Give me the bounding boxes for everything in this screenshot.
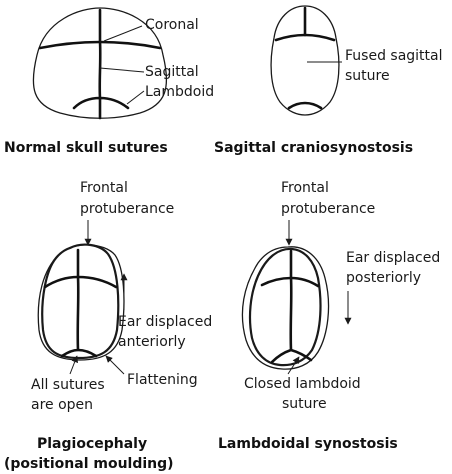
plagio-frontal-label-line1: Frontal xyxy=(80,180,128,196)
lambdoidal-closed-label-line1: Closed lambdoid xyxy=(244,376,361,392)
coronal-leader-line xyxy=(103,25,143,42)
lambdoidal-closed-label-line2: suture xyxy=(282,396,327,412)
plagio-open-sutures-arrow xyxy=(69,355,78,375)
sagittal-label: Sagittal xyxy=(145,64,199,80)
plagio-ear-label-line1: Ear displaced xyxy=(118,314,212,330)
plagio-ear-label-line2: anteriorly xyxy=(118,334,186,350)
fused-sagittal-label-line2: suture xyxy=(345,68,390,84)
sagittal-suture-line xyxy=(98,8,102,100)
lambdoidal-outer-outline xyxy=(241,246,330,370)
lambdoidal-closed-suture-arrow xyxy=(287,356,300,375)
plagio-flattening-arrow xyxy=(105,355,125,375)
sagittal-skull-outline xyxy=(270,5,340,116)
lambdoid-label: Lambdoid xyxy=(145,84,214,100)
plagio-open-label-line1: All sutures xyxy=(31,377,105,393)
plagio-outer-outline xyxy=(37,244,125,361)
sagittal-leader-line xyxy=(99,67,145,73)
coronal-label: Coronal xyxy=(145,17,199,33)
plagio-skull-outline xyxy=(41,243,120,360)
lambdoidal-sagittal-suture-line xyxy=(289,249,293,352)
normal-skull-panel: Coronal Sagittal Lambdoid Normal skull s… xyxy=(4,7,214,156)
fused-sagittal-label-line1: Fused sagittal xyxy=(345,48,443,64)
lambdoidal-frontal-label-line2: protuberance xyxy=(281,201,375,217)
plagio-coronal-suture-line xyxy=(43,275,118,289)
lambdoidal-synostosis-panel: Frontal protuberance Ear displaced poste… xyxy=(218,180,440,452)
normal-caption: Normal skull sutures xyxy=(4,140,168,156)
lambdoid-suture-line xyxy=(72,96,130,120)
lambdoidal-ear-label-line1: Ear displaced xyxy=(346,250,440,266)
plagio-flattening-label: Flattening xyxy=(127,372,198,388)
plagio-caption-line1: Plagiocephaly xyxy=(37,436,147,452)
lambdoidal-lambdoid-suture-line xyxy=(270,348,313,364)
normal-skull-outline xyxy=(32,7,168,119)
sagittal-caption: Sagittal craniosynostosis xyxy=(214,140,413,156)
plagio-open-label-line2: are open xyxy=(31,397,93,413)
lambdoidal-frontal-label-line1: Frontal xyxy=(281,180,329,196)
plagiocephaly-panel: Frontal protuberance Ear displaced anter… xyxy=(4,180,212,472)
plagio-frontal-label-line2: protuberance xyxy=(80,201,174,217)
plagio-lambdoid-suture-line xyxy=(60,348,98,358)
plagio-caption-line2: (positional moulding) xyxy=(4,456,174,472)
lambdoid-leader-line xyxy=(126,90,145,105)
lambdoidal-caption: Lambdoidal synostosis xyxy=(218,436,398,452)
lambdoidal-ear-label-line2: posteriorly xyxy=(346,270,421,286)
sagittal-lambdoid-suture-line xyxy=(287,101,323,110)
sagittal-synostosis-panel: Fused sagittal suture Sagittal craniosyn… xyxy=(214,5,443,156)
lambdoidal-skull-outline xyxy=(248,247,322,367)
plagio-sagittal-suture-line xyxy=(76,248,80,352)
